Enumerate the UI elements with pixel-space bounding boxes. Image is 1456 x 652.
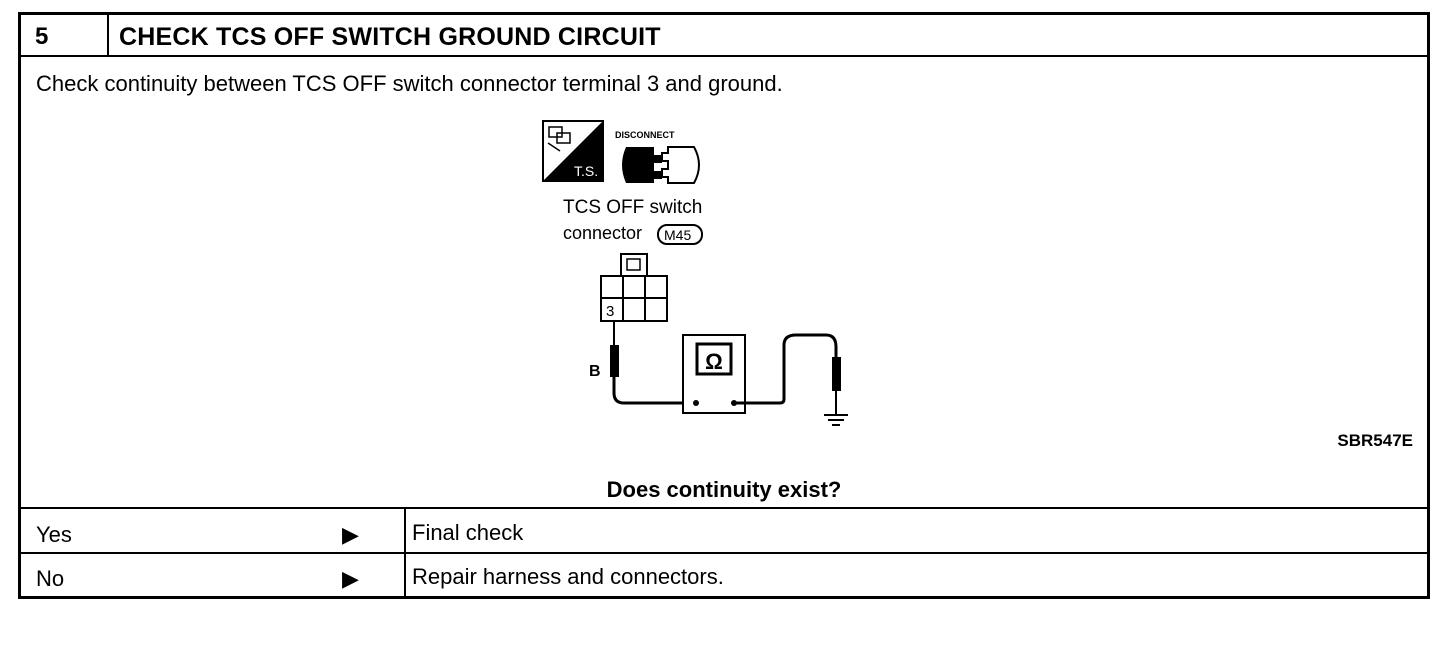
ohm-icon: Ω: [705, 349, 723, 374]
question-rule: [21, 507, 1427, 509]
result-divider: [404, 507, 406, 599]
connector-face: 3: [600, 253, 668, 322]
probe-wire: B: [589, 321, 694, 405]
arrow-right-icon: ▶: [342, 566, 359, 591]
answer-no-action: Repair harness and connectors.: [412, 564, 724, 589]
connector-name-label: TCS OFF switch: [563, 197, 702, 218]
answer-rule: [21, 552, 1427, 554]
check-question: Does continuity exist?: [606, 477, 842, 502]
answer-no-label: No: [36, 566, 65, 591]
header-rule: [21, 55, 1427, 57]
connector-id: M45: [664, 227, 691, 243]
connector-label: connector: [563, 223, 642, 243]
step-number: 5: [35, 23, 49, 50]
terminal-label: 3: [606, 303, 614, 320]
ground-wire: [734, 333, 841, 415]
disconnect-icon: DISCONNECT: [615, 130, 700, 184]
arrow-right-icon: ▶: [342, 522, 359, 547]
answer-yes-label: Yes: [36, 522, 72, 547]
disconnect-label: DISCONNECT: [615, 130, 675, 140]
answer-yes-action: Final check: [412, 520, 524, 545]
continuity-check-diagram: T.S. DISCONNECT TCS OFF switch connector…: [526, 115, 866, 440]
instruction-text: Check continuity between TCS OFF switch …: [36, 71, 783, 96]
connector-id-badge: [657, 224, 703, 245]
ts-label: T.S.: [574, 163, 598, 179]
wire-color-label: B: [589, 363, 601, 380]
diagnostic-procedure-table: 5 CHECK TCS OFF SWITCH GROUND CIRCUIT Ch…: [18, 12, 1430, 599]
figure-code: SBR547E: [1337, 431, 1413, 450]
test-symbol-icon: T.S.: [542, 120, 604, 182]
header-divider: [107, 15, 109, 56]
ohmmeter: Ω: [682, 334, 746, 414]
ground-symbol-icon: [824, 414, 848, 426]
step-title: CHECK TCS OFF SWITCH GROUND CIRCUIT: [119, 23, 661, 51]
